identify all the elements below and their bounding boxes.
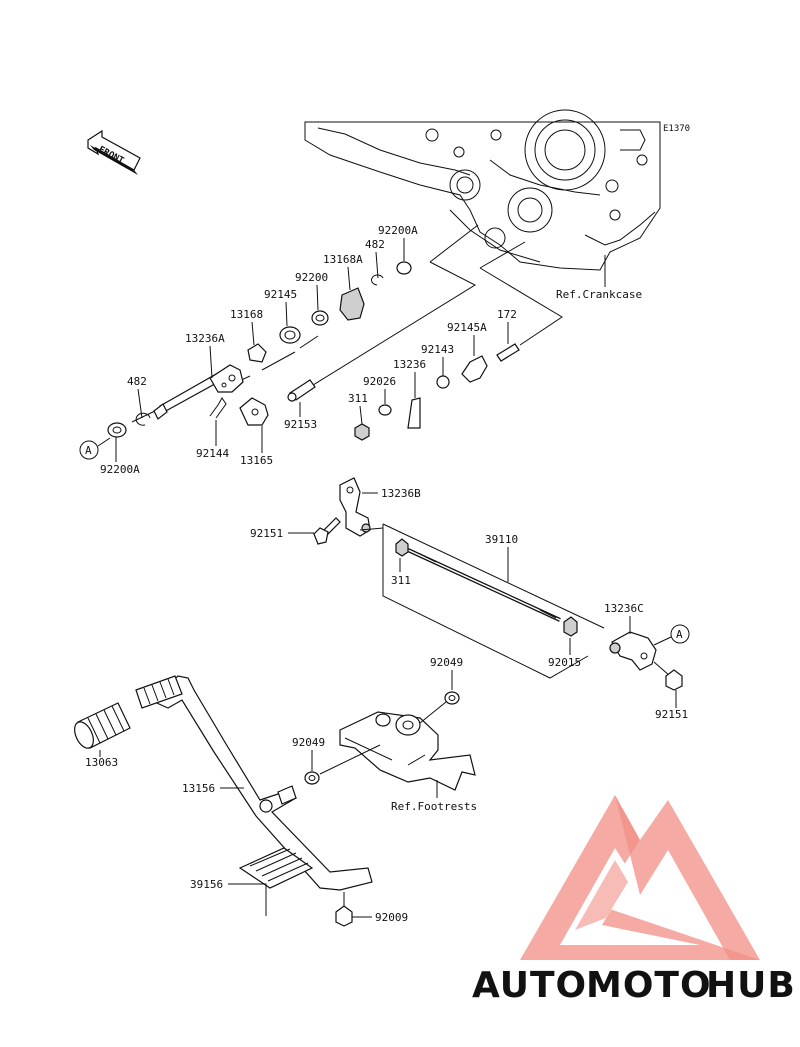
front-arrow-icon: [87, 129, 141, 175]
footpeg-rubber-13063: [74, 702, 131, 749]
label-92143: 92143: [421, 343, 454, 356]
spring-92145A: [461, 355, 488, 383]
label-92151-right: 92151: [655, 708, 688, 721]
pedal-rubber-grip: [135, 675, 183, 709]
label-482-top: 482: [365, 238, 385, 251]
washer-92049-top: [444, 691, 460, 705]
tie-rod-39110: [407, 548, 561, 622]
label-92009: 92009: [375, 911, 408, 924]
watermark-moto: MOTO: [586, 965, 712, 1006]
label-92049-top: 92049: [430, 656, 463, 669]
bolt-92009: [335, 892, 353, 927]
washer-92200: [311, 310, 329, 326]
label-13168: 13168: [230, 308, 263, 321]
collar-13168A: [339, 287, 365, 321]
washer-92026: [378, 404, 392, 416]
label-92151-left: 92151: [250, 527, 283, 540]
ref-footrests: Ref.Footrests: [391, 800, 477, 813]
pin-172: [496, 343, 520, 362]
label-92200A-left: 92200A: [100, 463, 140, 476]
label-13168A: 13168A: [323, 253, 363, 266]
rod-end-13236B: [339, 477, 371, 537]
spring-92145: [279, 326, 301, 344]
circlip-482-top: [371, 274, 384, 286]
washer-92200A-left: [107, 422, 127, 438]
nut-311-mid: [395, 538, 409, 557]
pedal-pad-39156: [238, 847, 314, 889]
label-92153: 92153: [284, 418, 317, 431]
bolt-92151-left: [313, 517, 341, 545]
pin-92153: [287, 379, 316, 402]
diagram-code: E1370: [663, 124, 690, 134]
washer-92049-mid: [304, 771, 320, 785]
washer-92200A-top: [396, 261, 412, 275]
label-13165: 13165: [240, 454, 273, 467]
brake-pedal-13156: [148, 675, 373, 891]
nut-92015: [563, 616, 578, 637]
watermark-auto: AUTO: [472, 965, 587, 1006]
label-172: 172: [497, 308, 517, 321]
label-39156: 39156: [190, 878, 223, 891]
spring-92144: [209, 397, 227, 419]
label-92145A: 92145A: [447, 321, 487, 334]
plate-13165: [239, 397, 269, 426]
label-92200A-top: 92200A: [378, 224, 418, 237]
label-92015: 92015: [548, 656, 581, 669]
label-13236C: 13236C: [604, 602, 644, 615]
label-13236: 13236: [393, 358, 426, 371]
ref-circle-a-right: [670, 624, 690, 644]
ref-circle-a-left: [79, 440, 99, 460]
label-482-left: 482: [127, 375, 147, 388]
label-92049-mid: 92049: [292, 736, 325, 749]
label-13063: 13063: [85, 756, 118, 769]
label-92200: 92200: [295, 271, 328, 284]
spring-13168: [247, 343, 267, 363]
crankcase-outline: [304, 109, 661, 271]
collar-92143: [436, 375, 450, 389]
label-13156: 13156: [182, 782, 215, 795]
label-92145: 92145: [264, 288, 297, 301]
ref-a-left: A: [85, 444, 92, 457]
circlip-482-left: [135, 412, 151, 426]
label-92026: 92026: [363, 375, 396, 388]
label-13236A: 13236A: [185, 332, 225, 345]
rod-end-13236C: [609, 631, 657, 671]
nut-311-top: [354, 423, 370, 441]
watermark-logo: [520, 795, 760, 960]
ref-crankcase: Ref.Crankcase: [556, 288, 642, 301]
ref-a-right: A: [676, 628, 683, 641]
assembly-lines-top: [131, 224, 563, 423]
label-13236B: 13236B: [381, 487, 421, 500]
label-311-mid: 311: [391, 574, 411, 587]
label-311-top: 311: [348, 392, 368, 405]
label-92144: 92144: [196, 447, 229, 460]
lever-13236: [407, 397, 421, 429]
label-39110: 39110: [485, 533, 518, 546]
shift-shaft-13236A: [153, 364, 244, 420]
footrest-bracket: [339, 711, 476, 791]
watermark-hub: HUB: [706, 965, 796, 1006]
bolt-92151-right: [653, 661, 683, 691]
